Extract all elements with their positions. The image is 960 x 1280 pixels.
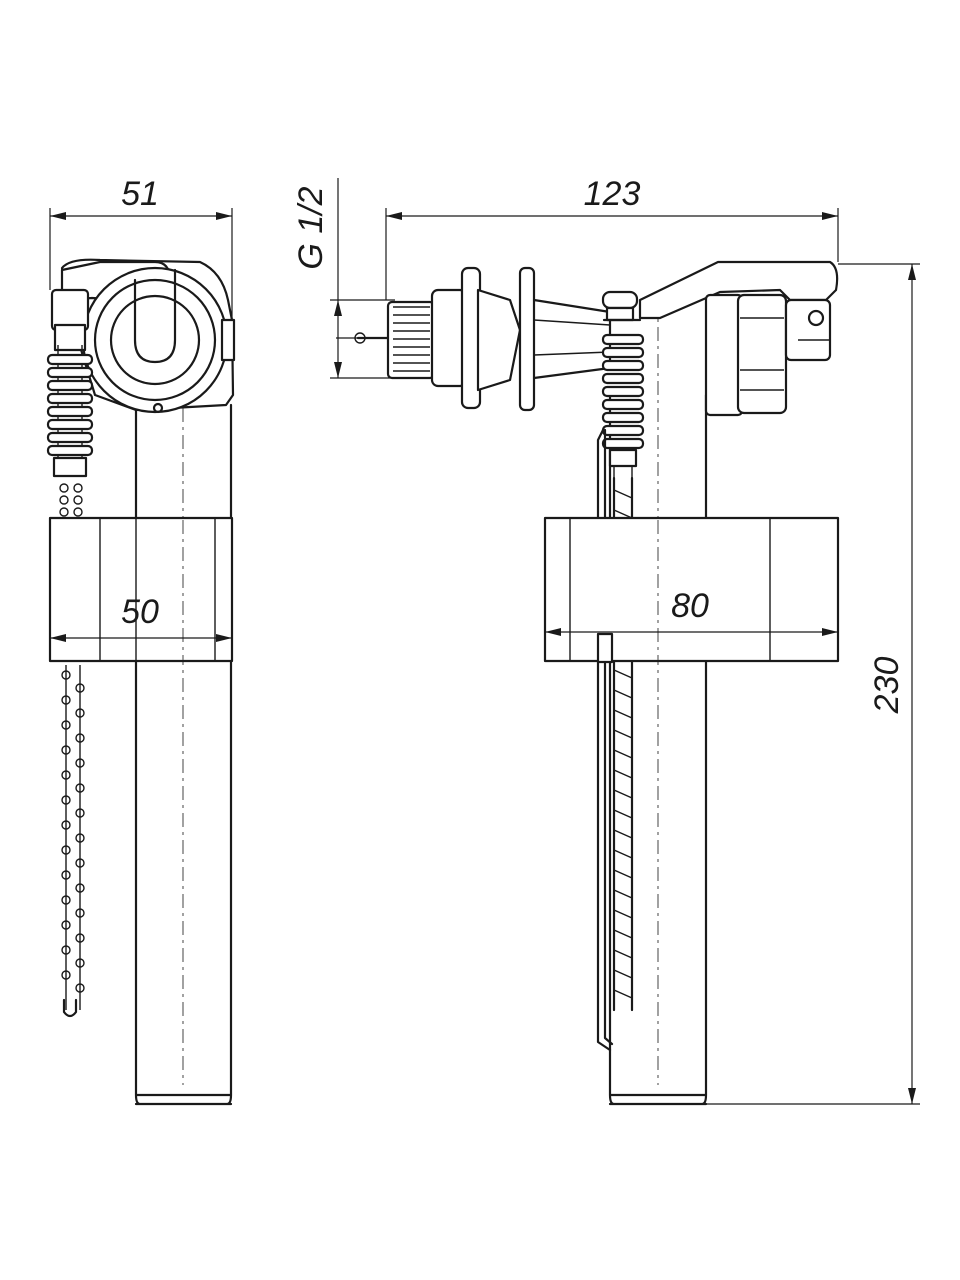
dim-51: 51 bbox=[49, 175, 233, 320]
side-tube bbox=[134, 403, 233, 1106]
dim-label-51: 51 bbox=[121, 175, 159, 213]
front-float bbox=[543, 516, 840, 663]
dim-label-50: 50 bbox=[121, 593, 159, 631]
side-nut-outer bbox=[81, 266, 229, 414]
front-view: G 1/2 123 80 230 bbox=[292, 175, 920, 1106]
front-float-clip bbox=[596, 632, 614, 664]
front-spring bbox=[601, 333, 645, 478]
dim-label-80: 80 bbox=[671, 587, 709, 625]
dim-label-123: 123 bbox=[584, 175, 641, 213]
dim-50: 50 bbox=[50, 593, 232, 642]
side-float bbox=[48, 516, 234, 663]
dim-label-230: 230 bbox=[868, 657, 906, 715]
front-screw bbox=[601, 290, 642, 322]
side-chain-upper bbox=[59, 483, 83, 517]
side-nut-mid bbox=[93, 278, 217, 402]
side-nut-inner bbox=[109, 294, 201, 386]
front-inlet bbox=[336, 266, 612, 412]
side-chain-lower bbox=[61, 665, 85, 1018]
dim-123: 123 bbox=[385, 175, 839, 300]
front-tube bbox=[608, 393, 708, 1106]
side-nut-dot bbox=[152, 402, 164, 414]
dim-80: 80 bbox=[545, 587, 838, 636]
front-lever-arm bbox=[638, 260, 839, 320]
front-valve-nut bbox=[704, 293, 832, 417]
side-view: 51 50 bbox=[46, 175, 236, 1106]
dim-label-g12: G 1/2 bbox=[292, 186, 330, 269]
side-inlet-pipe bbox=[133, 268, 177, 364]
dim-230: 230 bbox=[706, 263, 920, 1105]
side-nut-tab-right bbox=[220, 318, 236, 362]
side-spring bbox=[46, 288, 94, 478]
dim-g12: G 1/2 bbox=[292, 178, 395, 379]
